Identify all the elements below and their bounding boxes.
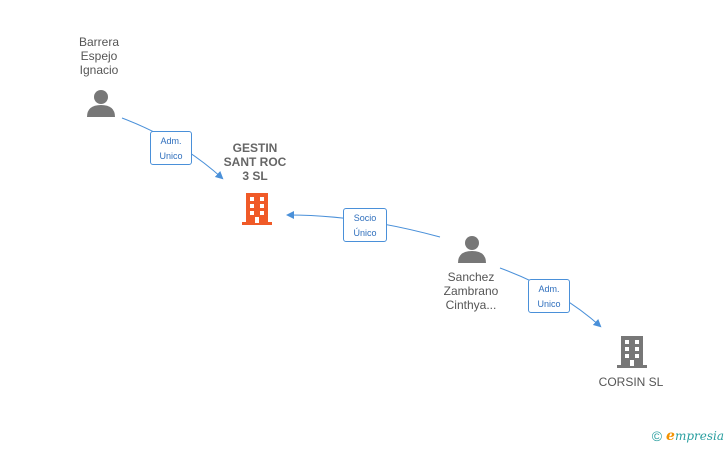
edge-label-socio-unico[interactable]: Socio Único [343,208,387,242]
person-icon[interactable] [86,88,116,118]
brand-logo: empresia [666,428,724,444]
edge-label-adm-unico[interactable]: Adm. Unico [150,131,192,165]
building-icon[interactable] [616,335,648,369]
edge-label-adm-unico[interactable]: Adm. Unico [528,279,570,313]
person-icon[interactable] [457,234,487,264]
empresia-watermark: © empresia [652,428,724,444]
node-label-corsin[interactable]: CORSIN SL [598,375,664,389]
node-label-barrera[interactable]: Barrera Espejo Ignacio [78,35,119,77]
node-label-gestin[interactable]: GESTIN SANT ROC 3 SL [223,141,287,183]
copyright-icon: © [651,428,663,444]
building-icon[interactable] [241,192,273,226]
node-label-sanchez[interactable]: Sanchez Zambrano Cinthya... [443,270,499,312]
